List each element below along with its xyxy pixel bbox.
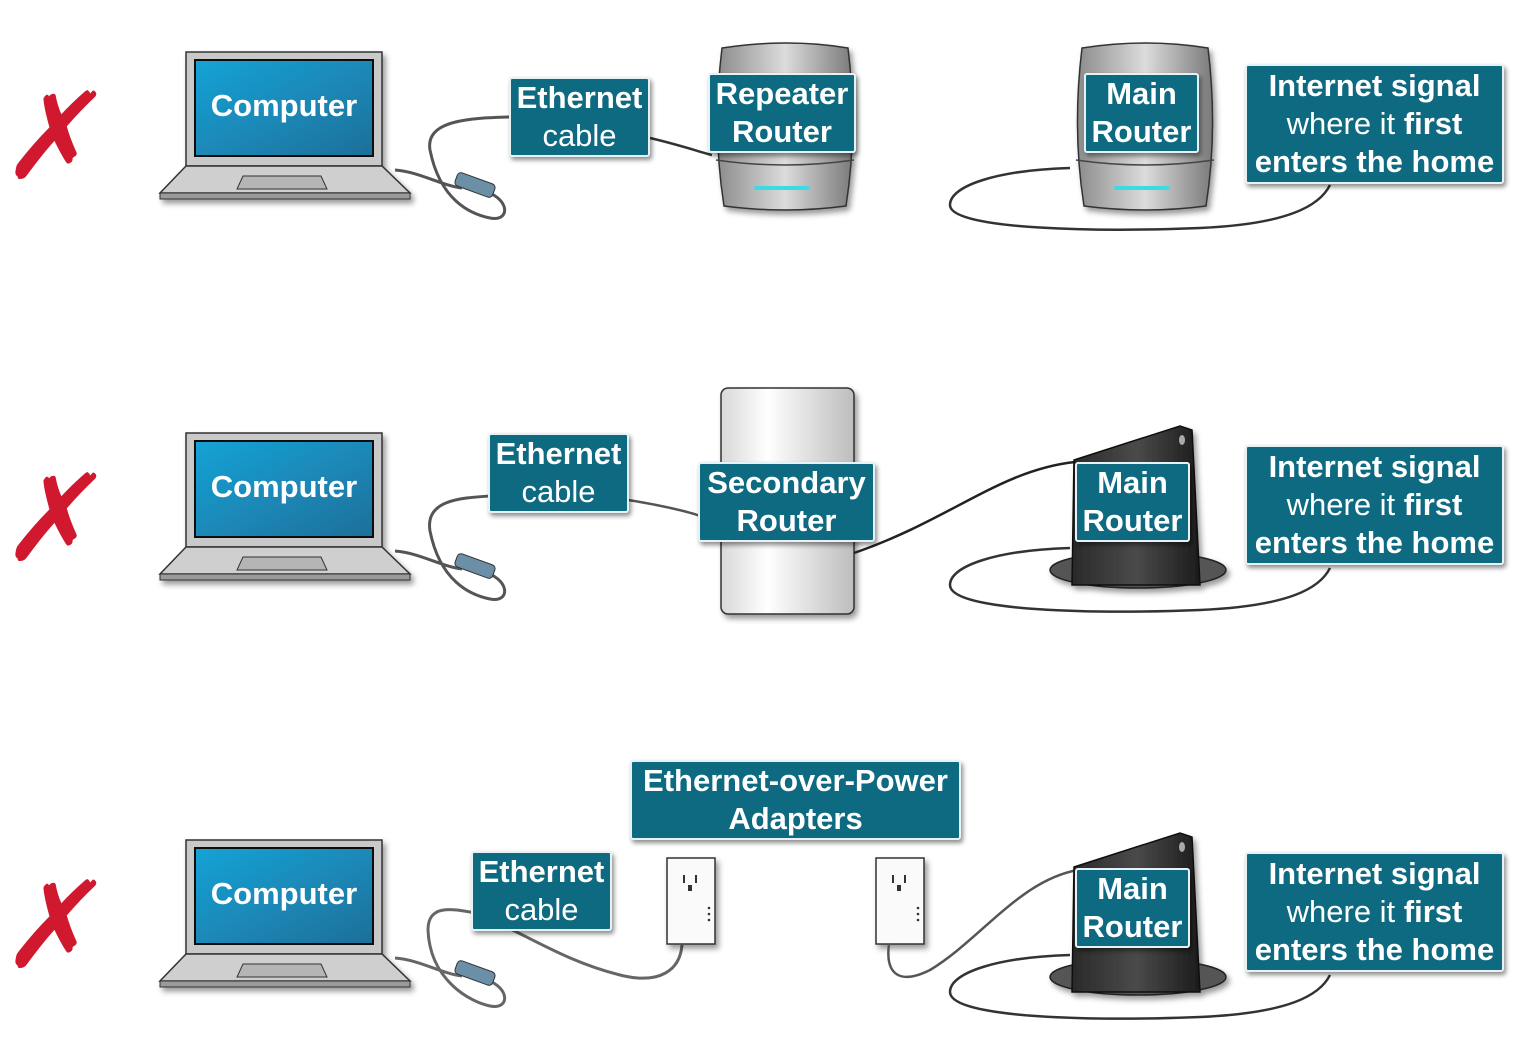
label-line: where it first (1286, 106, 1463, 141)
ethernet-plug (454, 553, 496, 579)
ethernet-cable (394, 908, 684, 1008)
x-mark-icon: ✗ (0, 68, 117, 207)
ethernet-cable-label: Ethernet cable (509, 77, 650, 157)
label-line: Repeater (715, 76, 849, 111)
ethernet-cable (394, 115, 511, 220)
label-line: cable (521, 474, 596, 509)
label-line: Internet signal (1268, 449, 1481, 484)
ethernet-over-power-label: Ethernet-over-Power Adapters (630, 760, 961, 840)
internet-cable (948, 546, 1332, 613)
label-line: Router (736, 503, 837, 538)
secondary-router-label: Secondary Router (698, 462, 875, 542)
internet-signal-label: Internet signal where it first enters th… (1245, 445, 1504, 565)
internet-signal-label: Internet signal where it first enters th… (1245, 852, 1504, 972)
label-line: Router (1082, 503, 1183, 538)
computer-label: Computer (210, 876, 358, 911)
laptop (158, 432, 412, 581)
ethernet-cable-label: Ethernet cable (471, 851, 612, 931)
computer-label: Computer (210, 469, 358, 504)
label-line: Ethernet (516, 80, 643, 115)
ethernet-cable-label: Ethernet cable (488, 433, 629, 513)
label-line: Router (1091, 114, 1192, 149)
x-mark-icon: ✗ (0, 450, 117, 589)
ethernet-plug (454, 172, 496, 198)
internet-cable (948, 166, 1332, 231)
label-line: Internet signal (1268, 856, 1481, 891)
label-line: Main (1097, 871, 1168, 906)
label-line: Ethernet (495, 436, 622, 471)
repeater-router-label: Repeater Router (708, 73, 856, 153)
label-line: Router (732, 114, 832, 149)
main-router-label: Main Router (1084, 73, 1199, 153)
label-line: Main (1097, 465, 1168, 500)
main-router-label: Main Router (1075, 462, 1190, 542)
label-line: cable (542, 118, 617, 153)
label-line: Secondary (707, 465, 866, 500)
laptop (158, 839, 412, 988)
ethernet-cable (394, 494, 507, 601)
power-adapter-left (666, 857, 716, 945)
label-line: Adapters (728, 801, 863, 836)
label-line: enters the home (1254, 932, 1495, 967)
main-router-label: Main Router (1075, 868, 1190, 948)
ethernet-plug (454, 960, 496, 986)
power-adapter-right (875, 857, 925, 945)
x-mark-icon: ✗ (0, 857, 117, 996)
label-line: cable (504, 892, 579, 927)
label-line: enters the home (1254, 144, 1495, 179)
label-line: Internet signal (1268, 68, 1481, 103)
label-line: Ethernet-over-Power (643, 763, 948, 798)
label-line: Ethernet (478, 854, 605, 889)
label-line: where it first (1286, 894, 1463, 929)
computer-label: Computer (210, 88, 358, 123)
label-line: enters the home (1254, 525, 1495, 560)
laptop (158, 51, 412, 200)
label-line: where it first (1286, 487, 1463, 522)
internet-signal-label: Internet signal where it first enters th… (1245, 64, 1504, 184)
label-line: Router (1082, 909, 1183, 944)
internet-cable (948, 953, 1332, 1020)
label-line: Main (1106, 76, 1177, 111)
